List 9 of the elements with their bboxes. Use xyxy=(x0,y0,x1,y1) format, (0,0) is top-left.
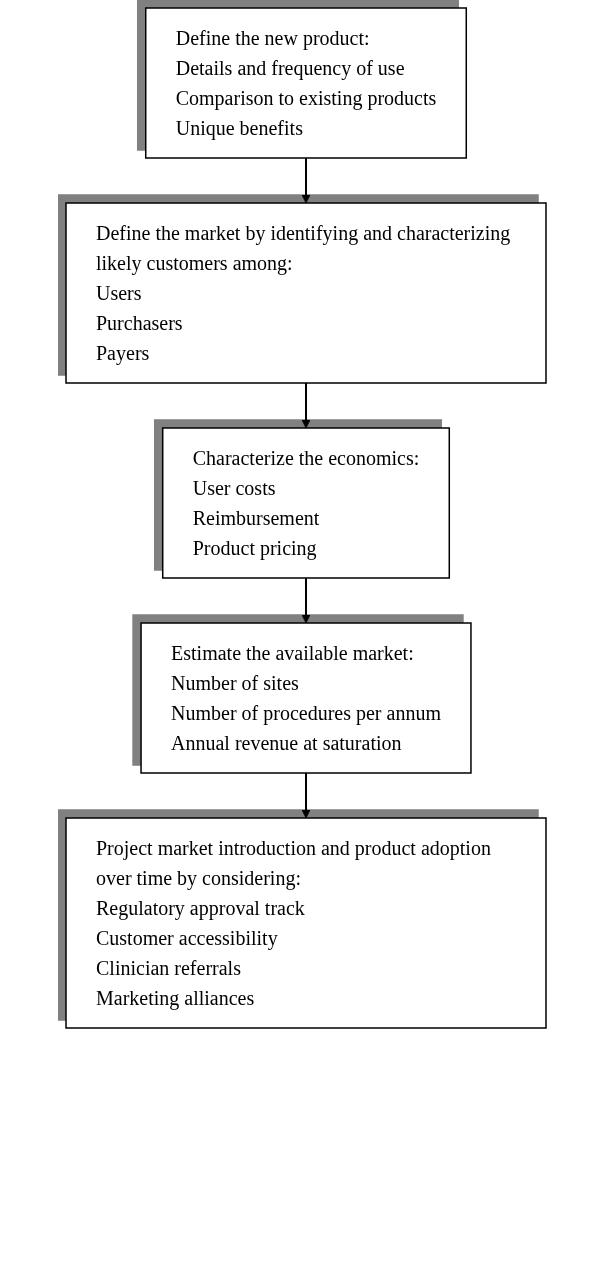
arrow xyxy=(301,382,310,429)
arrow xyxy=(301,157,310,204)
arrow xyxy=(301,772,310,819)
node-box xyxy=(139,622,472,774)
node-box xyxy=(144,7,467,159)
node-box xyxy=(64,817,547,1029)
arrow xyxy=(301,577,310,624)
node-box xyxy=(161,427,450,579)
node-box xyxy=(64,202,547,384)
